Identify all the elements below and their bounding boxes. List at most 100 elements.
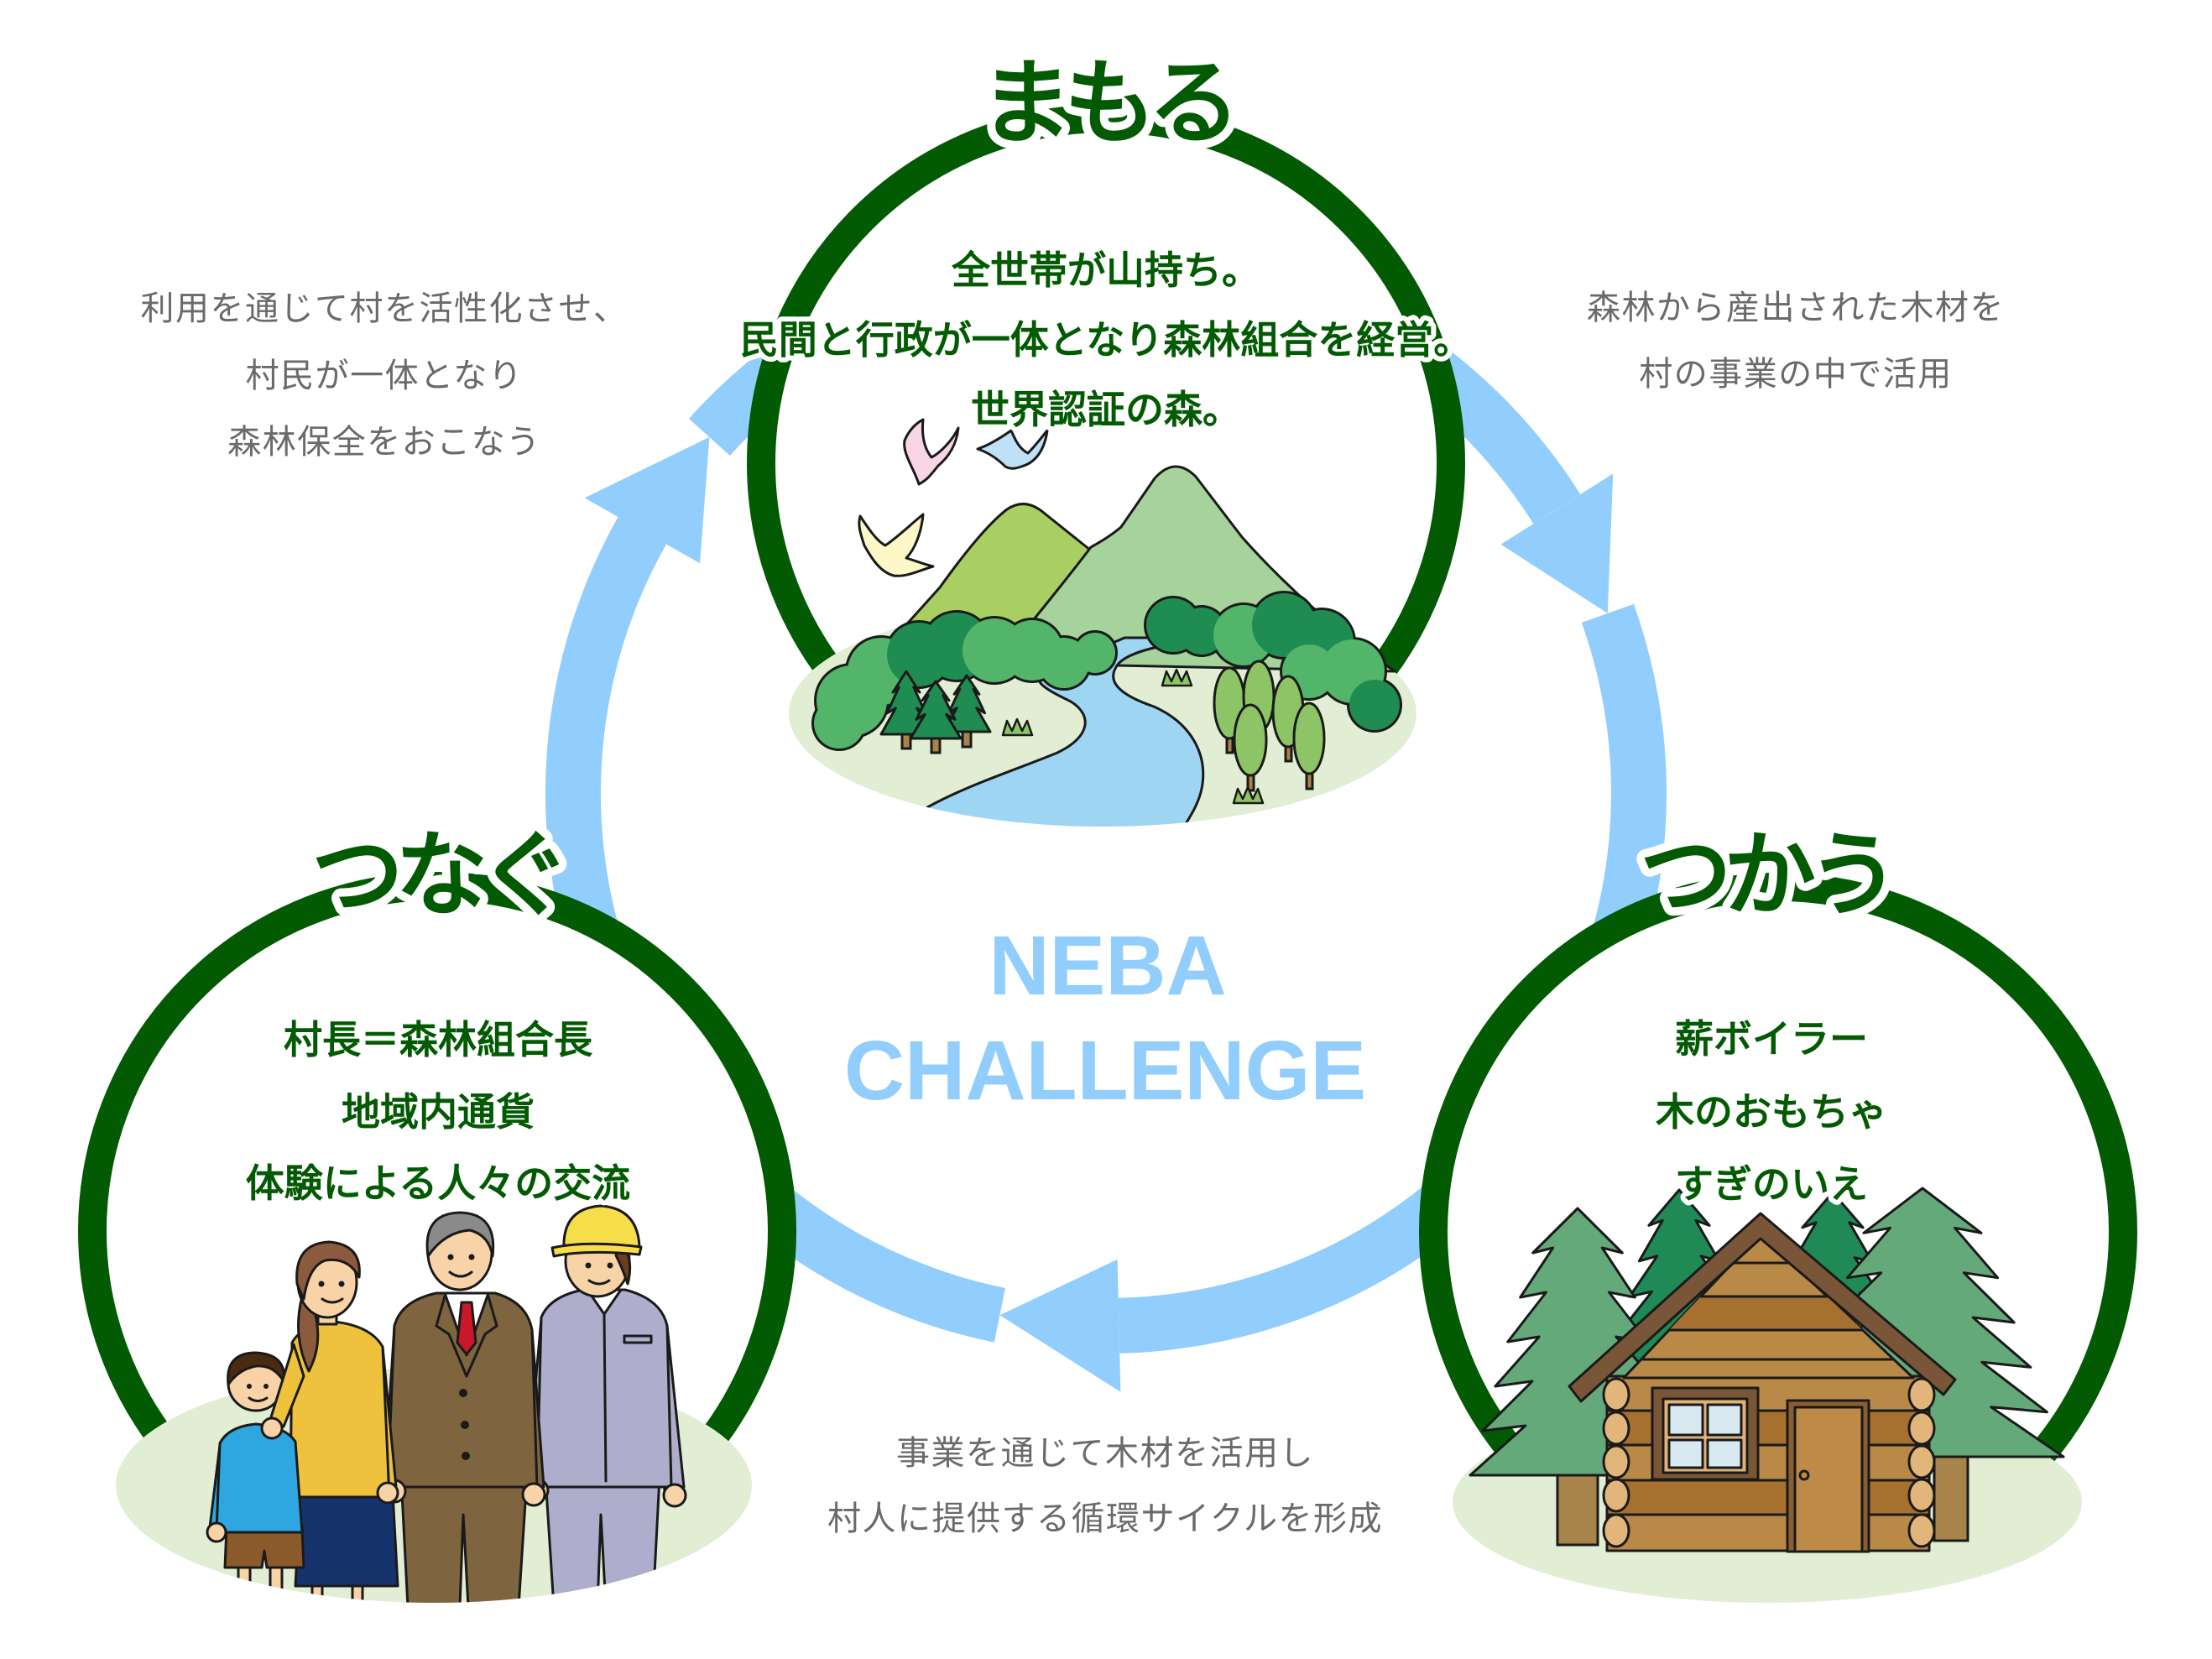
- node-line: 村長＝森林組合長: [284, 1017, 593, 1062]
- smile: [448, 1270, 473, 1278]
- caption-mamoru-to-tsukau: 森林から産出された木材を 村の事業の中で活用: [1587, 289, 2004, 394]
- node-line: 木のおもちゃ: [1656, 1089, 1887, 1135]
- worker-pants: [544, 1475, 661, 1603]
- window-pane: [1706, 1403, 1743, 1437]
- log-end: [1907, 1377, 1936, 1412]
- node-line: すぎのいえ: [1675, 1161, 1868, 1207]
- grass-tuft: [1232, 785, 1265, 805]
- node-line: 体験による人々の交流: [246, 1161, 631, 1206]
- eye: [468, 1254, 475, 1260]
- eye: [607, 1262, 613, 1269]
- window-pane: [1667, 1403, 1704, 1437]
- lapel: [465, 1295, 498, 1378]
- log-end: [1602, 1478, 1630, 1513]
- log-band: [1609, 1480, 1928, 1515]
- heading-tsunagu: つなぐ: [311, 822, 563, 929]
- suit-button: [461, 1421, 469, 1429]
- eye: [447, 1254, 454, 1260]
- title-line-challenge: CHALLENGE: [844, 1024, 1366, 1118]
- woman-figure: [289, 1240, 399, 1603]
- bush: [814, 698, 864, 749]
- node-line: 世界認証の森。: [971, 387, 1241, 432]
- grass-tuft: [1001, 717, 1034, 737]
- bush: [1178, 608, 1225, 655]
- window-pane: [1667, 1438, 1704, 1469]
- log-end: [1602, 1513, 1630, 1548]
- caption-line: 村の事業の中で活用: [1639, 355, 1953, 394]
- eye: [263, 1384, 269, 1389]
- caption-line: 事業を通じて木材を活用し: [896, 1434, 1314, 1473]
- conifer-tree: [909, 680, 963, 740]
- poplar-tree: [1233, 703, 1268, 777]
- log-ends: [1602, 1377, 1936, 1548]
- shorts: [223, 1526, 305, 1569]
- log-cabin-illustration: [1453, 1187, 2082, 1603]
- cabin-scene: [1469, 1187, 2065, 1553]
- eye: [247, 1384, 252, 1389]
- arrow-head-icon: [584, 436, 710, 564]
- village-head-figure: [382, 1211, 546, 1603]
- smile: [248, 1396, 269, 1402]
- hand: [521, 1482, 546, 1507]
- forest-band: [814, 593, 1400, 749]
- tree-trunk: [1933, 1450, 1969, 1542]
- caption-line: 森林保全をおこなう: [227, 423, 541, 462]
- child-figure: [206, 1351, 305, 1594]
- people-group: [206, 1204, 687, 1603]
- log-end: [1907, 1478, 1936, 1513]
- helmet: [562, 1204, 641, 1250]
- poplar-tree: [1292, 702, 1326, 775]
- bird-yellow: [858, 513, 935, 577]
- blue-shirt: [215, 1422, 304, 1534]
- necktie: [456, 1301, 477, 1356]
- node-line: 薪ボイラー: [1675, 1016, 1868, 1062]
- eye: [318, 1281, 325, 1287]
- bush: [1349, 680, 1400, 730]
- cabin-roof: [1568, 1212, 1957, 1403]
- cabin-window: [1651, 1386, 1760, 1481]
- smile: [587, 1279, 611, 1286]
- villagers-illustration: [116, 1204, 752, 1603]
- door-knob: [1798, 1469, 1810, 1481]
- log-end: [1602, 1411, 1630, 1446]
- door-panel: [1793, 1406, 1864, 1553]
- caption-line: 村人に提供する循環サイクルを形成: [827, 1500, 1383, 1538]
- eye: [585, 1262, 592, 1269]
- log-end: [1907, 1513, 1936, 1548]
- lapel: [435, 1295, 468, 1378]
- eye: [338, 1281, 345, 1287]
- smile: [321, 1297, 344, 1304]
- arrow-head-icon: [1500, 473, 1614, 613]
- bird-pink: [903, 418, 960, 486]
- grass-tuft: [1161, 668, 1193, 687]
- brown-hair: [295, 1240, 361, 1301]
- node-line: 全世帯が山持ち。: [951, 248, 1260, 293]
- worker-pocket: [623, 1334, 653, 1344]
- skirt: [294, 1491, 399, 1588]
- suit-button: [462, 1452, 470, 1460]
- caption-tsunagu-to-mamoru: 利用を通じて村を活性化させ、 村民が一体となり 森林保全をおこなう: [141, 290, 629, 462]
- worker-hand: [662, 1483, 687, 1508]
- hand-on-shoulder: [260, 1416, 284, 1440]
- hand: [206, 1521, 227, 1543]
- log-end: [1602, 1444, 1630, 1479]
- heading-mamoru: まもる: [980, 50, 1232, 157]
- forest-mountain-illustration: [789, 418, 1416, 827]
- gray-hair: [425, 1211, 495, 1258]
- conifer-group: [879, 670, 992, 754]
- caption-line: 村民が一体となり: [246, 357, 524, 395]
- caption-line: 利用を通じて村を活性化させ、: [141, 290, 629, 328]
- hand: [376, 1481, 399, 1505]
- node-line: 地域内通貨: [342, 1089, 535, 1135]
- heading-tsukau: つかう: [1640, 822, 1891, 929]
- arrow-head-icon: [999, 1259, 1121, 1392]
- log-cabin: [1568, 1212, 1957, 1553]
- suit-button: [459, 1389, 467, 1397]
- cabin-door: [1786, 1399, 1870, 1553]
- poplar-group: [1213, 660, 1326, 792]
- worker-zipper: [603, 1312, 608, 1483]
- window-pane: [1706, 1438, 1743, 1469]
- log-end: [1602, 1377, 1630, 1412]
